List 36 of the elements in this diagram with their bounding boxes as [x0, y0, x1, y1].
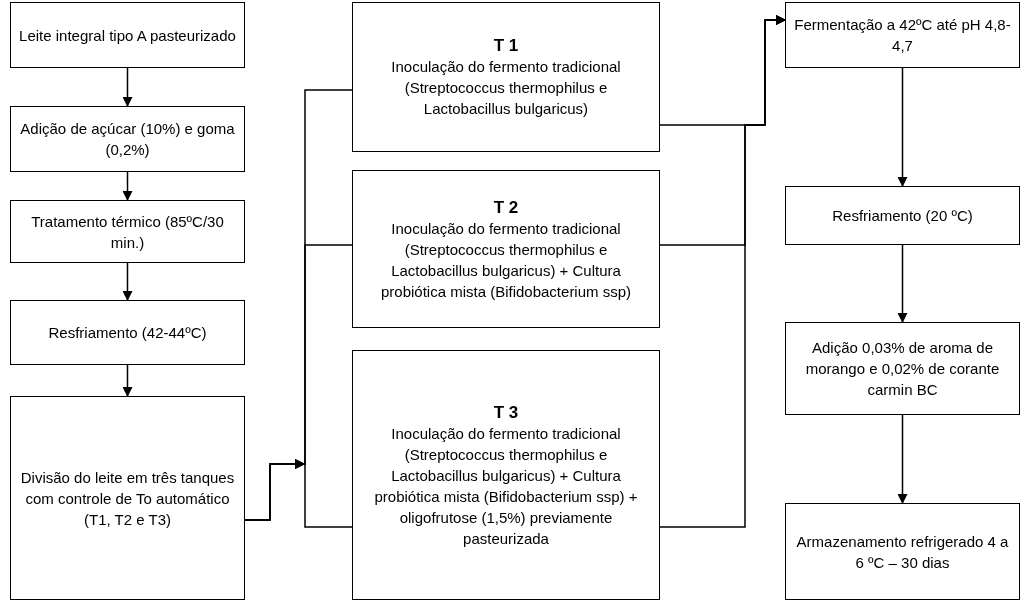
process-box: [10, 396, 245, 600]
arrow: [122, 67, 133, 107]
arrow: [897, 414, 908, 504]
process-box: [785, 503, 1020, 600]
step-text: Tratamento térmico (85ºC/30 min.): [30, 211, 225, 253]
process-box: [10, 2, 245, 68]
arrow: [659, 15, 786, 528]
arrow: [897, 244, 908, 323]
process-box: [352, 170, 660, 328]
step-text: Adição de açúcar (10%) e goma (0,2%): [19, 119, 236, 160]
arrow: [897, 67, 908, 187]
arrow: [122, 262, 133, 301]
arrow: [122, 364, 133, 397]
process-box: [785, 2, 1020, 68]
step-text: Resfriamento (20 ºC): [832, 206, 973, 226]
arrow: [122, 171, 133, 201]
step-text: Resfriamento (42-44ºC): [48, 323, 207, 343]
process-box: [10, 200, 245, 263]
step-text: Inoculação do fermento tradicional (Streptococcus thermophilus e Lactobacillus bulgaricus) + Cultura probiótica mista (Bifidobacterium ssp): [379, 218, 633, 302]
step-heading: T 1: [493, 35, 519, 56]
process-box: [785, 322, 1020, 415]
process-box: [10, 300, 245, 365]
step-text: Adição 0,03% de aroma de morango e 0,02% de corante carmin BC: [804, 338, 1001, 400]
process-box: [352, 2, 660, 152]
step-text: Inoculação do fermento tradicional (Streptococcus thermophilus e Lactobacillus bulgaricus): [390, 57, 622, 119]
step-text: Inoculação do fermento tradicional (Streptococcus thermophilus e Lactobacillus bulgaricus) + Cultura probiótica mista (Bifidobacterium ssp) + oligofrutose (1,5%) previamente pasteurizada: [373, 423, 639, 549]
process-box: [10, 106, 245, 172]
step-text: Fermentação a 42ºC até pH 4,8-4,7: [794, 15, 1011, 56]
step-text: Leite integral tipo A pasteurizado: [19, 25, 236, 46]
process-box: [785, 186, 1020, 245]
step-heading: T 2: [493, 196, 519, 218]
step-text: Armazenamento refrigerado 4 a 6 ºC – 30 dias: [795, 531, 1010, 573]
step-text: Divisão do leite em três tanques com controle de To automático (T1, T2 e T3): [19, 467, 236, 530]
process-box: [352, 350, 660, 600]
connector: [244, 459, 353, 528]
step-heading: T 3: [493, 401, 519, 423]
